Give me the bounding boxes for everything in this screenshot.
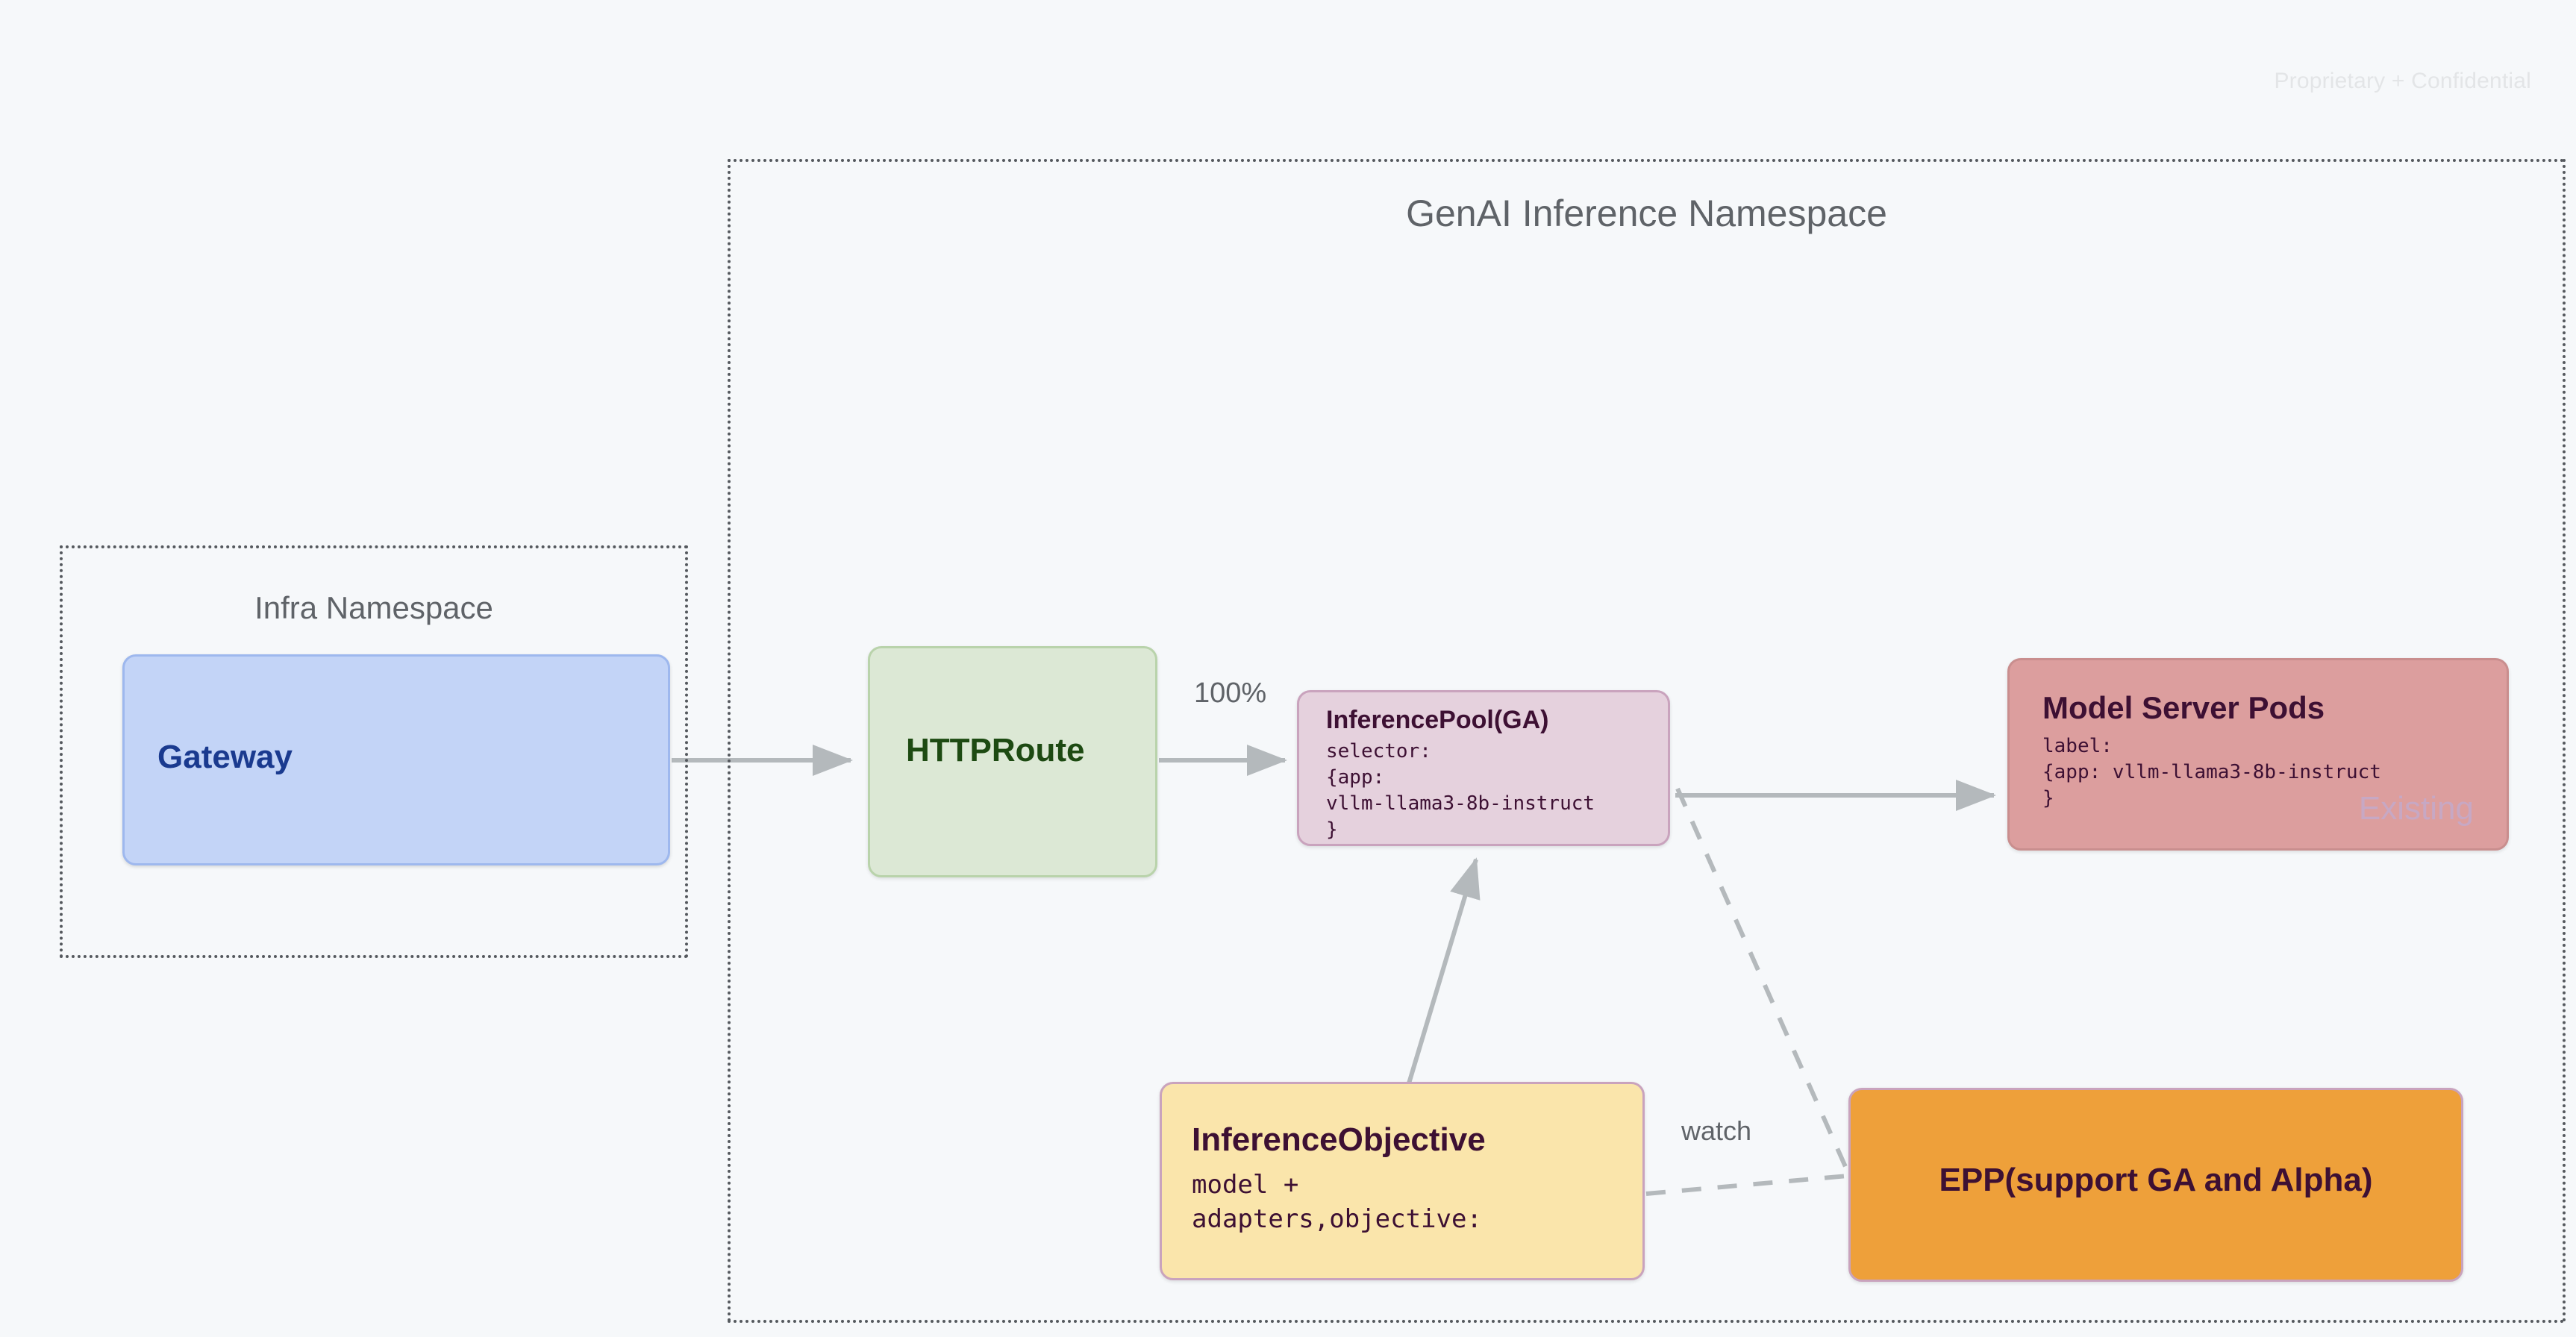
node-httproute-title: HTTPRoute [906, 732, 1085, 768]
edge-label-traffic-weight: 100% [1194, 677, 1267, 709]
node-inferencepool-title: InferencePool(GA) [1326, 706, 1549, 734]
existing-badge: Existing [2358, 790, 2474, 827]
node-model-server-pods[interactable]: Model Server Pods label: {app: vllm-llam… [2007, 658, 2509, 851]
namespace-genai-inference-title: GenAI Inference Namespace [1406, 192, 1887, 234]
node-gateway[interactable]: Gateway [122, 654, 670, 865]
edge-label-watch: watch [1681, 1115, 1752, 1146]
node-model-server-pods-title: Model Server Pods [2042, 690, 2325, 725]
namespace-infra-title: Infra Namespace [254, 590, 493, 625]
confidential-notice: Proprietary + Confidential [2274, 69, 2531, 93]
node-gateway-title: Gateway [157, 739, 293, 775]
node-inferencepool-selector: selector: {app: vllm-llama3-8b-instruct … [1326, 740, 1595, 841]
namespace-infra: Infra Namespace [60, 545, 688, 958]
node-inference-objective[interactable]: InferenceObjective model + adapters,obje… [1160, 1082, 1645, 1280]
node-httproute[interactable]: HTTPRoute [868, 646, 1157, 877]
node-inferencepool[interactable]: InferencePool(GA) selector: {app: vllm-l… [1297, 690, 1670, 846]
node-inference-objective-title: InferenceObjective [1192, 1121, 1486, 1158]
node-epp-title: EPP(support GA and Alpha) [1939, 1162, 2373, 1198]
namespace-genai-inference: GenAI Inference Namespace [728, 159, 2566, 1323]
node-model-server-pods-label: label: {app: vllm-llama3-8b-instruct } [2042, 735, 2381, 810]
node-inference-objective-spec: model + adapters,objective: [1192, 1170, 1482, 1234]
node-epp[interactable]: EPP(support GA and Alpha) [1848, 1088, 2463, 1282]
